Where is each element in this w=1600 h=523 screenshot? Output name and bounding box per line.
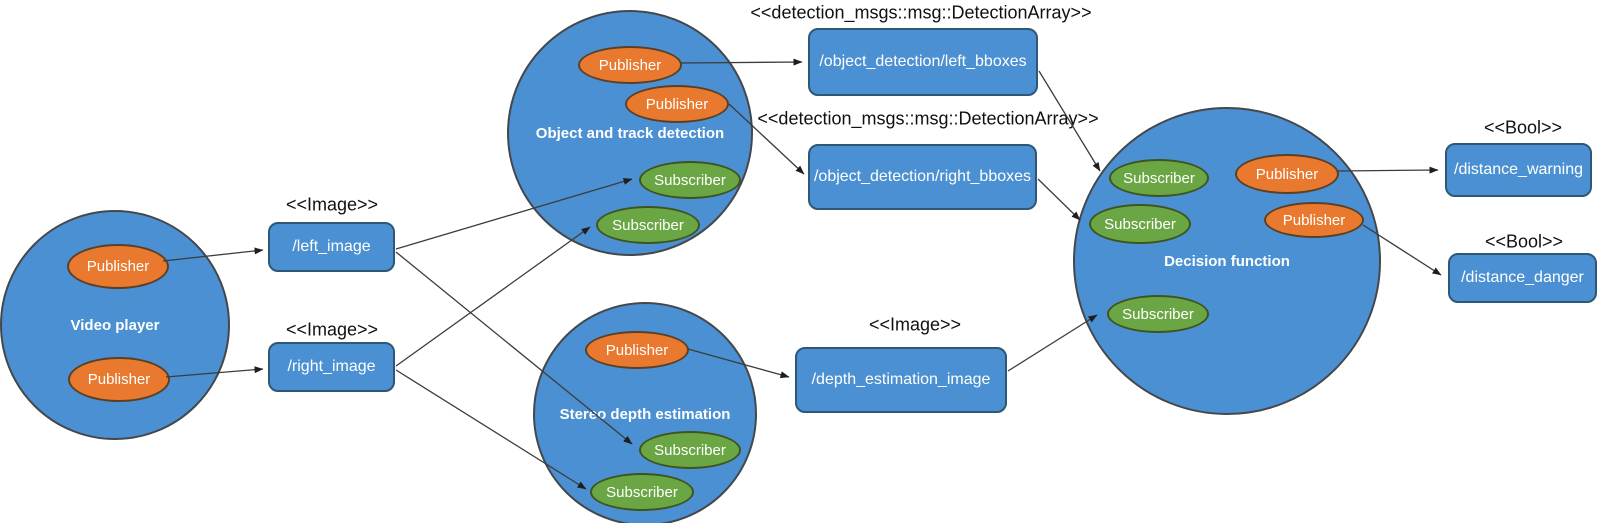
- topic-distance-danger: /distance_danger: [1448, 253, 1597, 303]
- port-label: Publisher: [645, 95, 709, 113]
- port-label: Publisher: [598, 56, 662, 74]
- subscriber-port: Subscriber: [1107, 295, 1209, 333]
- subscriber-port: Subscriber: [1109, 159, 1209, 197]
- node-label-stereo-depth-estimation: Stereo depth estimation: [559, 405, 731, 423]
- publisher-port: Publisher: [1235, 154, 1339, 194]
- port-label: Publisher: [1282, 211, 1346, 229]
- edge-right-bboxes-to-decision-sub2: [1037, 178, 1081, 221]
- topic-object-detection-right-bboxes: /object_detection/right_bboxes: [808, 144, 1037, 210]
- type-label-distance-warning: <<Bool>>: [1483, 117, 1563, 138]
- type-label-distance-danger: <<Bool>>: [1484, 231, 1564, 252]
- type-label-left-bboxes: <<detection_msgs::msg::DetectionArray>>: [750, 2, 1092, 23]
- topic-depth-estimation-image: /depth_estimation_image: [795, 347, 1007, 413]
- edge-decision-pub1-to-distance-warning: [1337, 166, 1439, 174]
- port-label: Subscriber: [1104, 215, 1176, 233]
- node-label-object-track-detection: Object and track detection: [535, 124, 725, 142]
- publisher-port: Publisher: [68, 357, 170, 402]
- subscriber-port: Subscriber: [596, 206, 700, 244]
- port-label: Subscriber: [1123, 169, 1195, 187]
- port-label: Subscriber: [612, 216, 684, 234]
- type-label-right-image: <<Image>>: [285, 319, 379, 340]
- port-label: Publisher: [1255, 165, 1319, 183]
- type-label-left-image: <<Image>>: [285, 194, 379, 215]
- subscriber-port: Subscriber: [639, 161, 741, 199]
- port-label: Subscriber: [606, 483, 678, 501]
- publisher-port: Publisher: [585, 331, 689, 369]
- subscriber-port: Subscriber: [639, 431, 741, 469]
- node-label-video-player: Video player: [70, 316, 160, 334]
- edge-depth-image-to-decision-sub3: [1007, 314, 1098, 372]
- node-stereo-depth-estimation: Stereo depth estimation Publisher Subscr…: [533, 302, 757, 523]
- type-label-right-bboxes: <<detection_msgs::msg::DetectionArray>>: [757, 108, 1099, 129]
- port-label: Subscriber: [654, 441, 726, 459]
- publisher-port: Publisher: [1264, 202, 1364, 238]
- type-label-depth-estimation-image: <<Image>>: [868, 314, 962, 335]
- port-label: Publisher: [87, 371, 151, 388]
- port-label: Subscriber: [1122, 305, 1194, 323]
- subscriber-port: Subscriber: [1089, 204, 1191, 244]
- subscriber-port: Subscriber: [590, 473, 694, 511]
- topic-right-image: /right_image: [268, 342, 395, 392]
- topic-distance-warning: /distance_warning: [1445, 143, 1592, 197]
- topic-left-image: /left_image: [268, 222, 395, 272]
- port-label: Publisher: [605, 341, 669, 359]
- node-decision-function: Decision function Subscriber Subscriber …: [1073, 107, 1381, 415]
- port-label: Subscriber: [654, 171, 726, 189]
- node-object-track-detection: Object and track detection Publisher Pub…: [507, 10, 753, 256]
- topic-object-detection-left-bboxes: /object_detection/left_bboxes: [808, 28, 1038, 96]
- publisher-port: Publisher: [578, 46, 682, 84]
- node-video-player: Video player Publisher Publisher: [0, 210, 230, 440]
- port-label: Publisher: [86, 258, 150, 275]
- node-label-decision-function: Decision function: [1164, 252, 1290, 270]
- publisher-port: Publisher: [625, 85, 729, 123]
- publisher-port: Publisher: [67, 244, 169, 289]
